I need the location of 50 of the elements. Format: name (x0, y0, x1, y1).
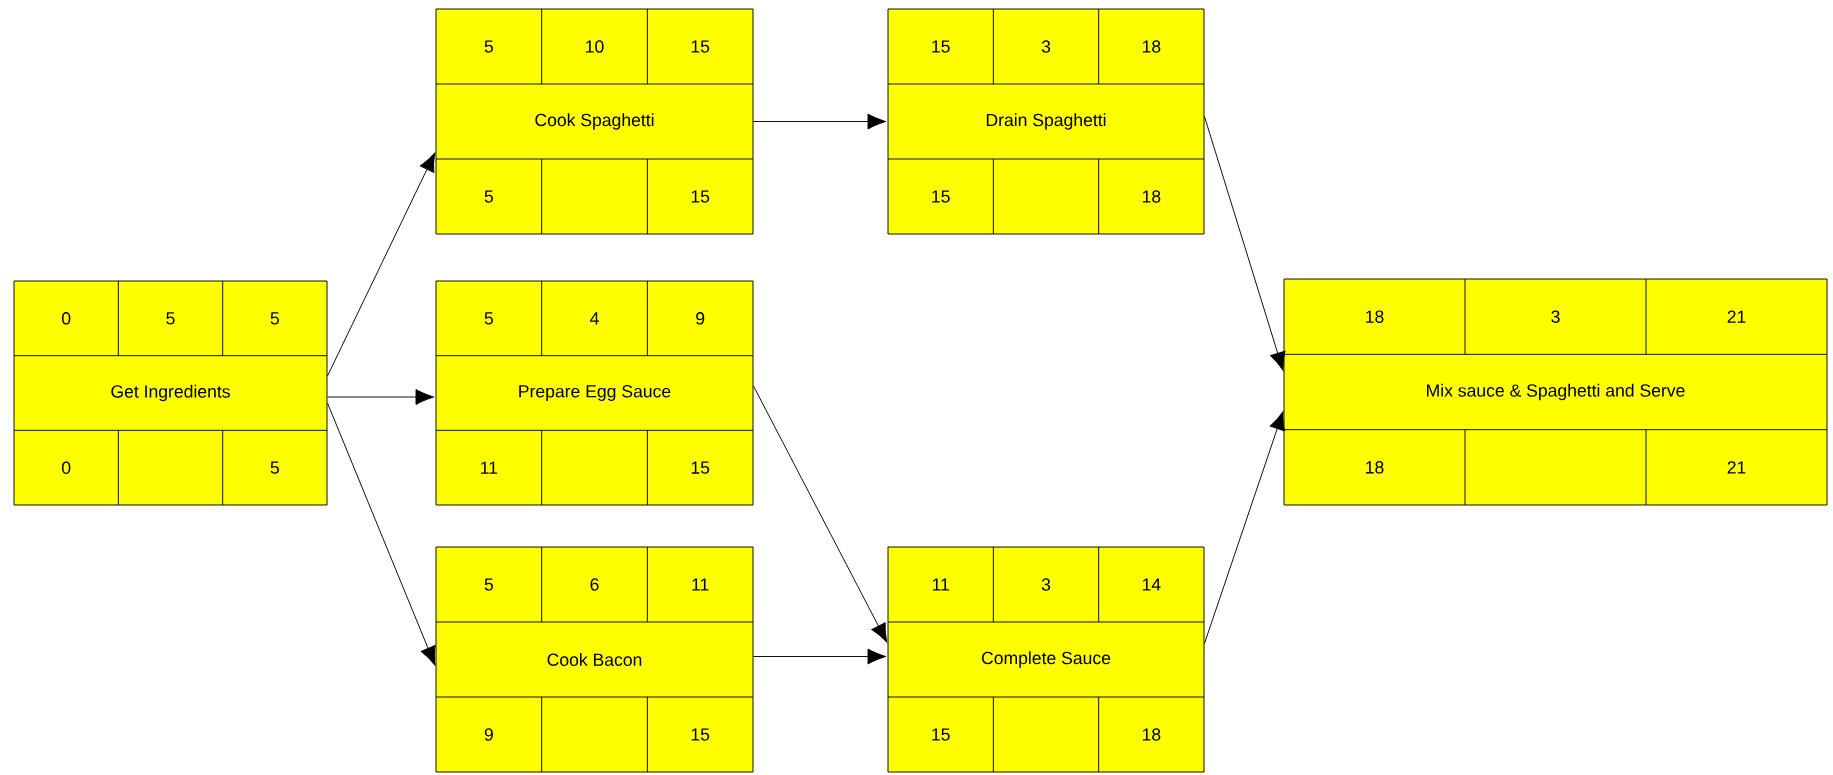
time-value: 5 (484, 578, 493, 591)
time-value: 3 (1551, 310, 1560, 323)
time-value: 0 (61, 461, 71, 474)
time-value: 5 (484, 190, 493, 203)
activity-name: Cook Spaghetti (535, 113, 654, 130)
time-value: 15 (932, 190, 950, 203)
activity-name: Complete Sauce (981, 651, 1111, 668)
time-value: 5 (484, 312, 493, 325)
activity-name: Prepare Egg Sauce (519, 385, 671, 401)
time-value: 11 (692, 578, 709, 591)
time-value: 11 (481, 461, 498, 474)
time-value: 5 (166, 312, 175, 325)
time-value: 15 (932, 40, 950, 53)
time-value: 21 (1727, 461, 1746, 474)
arrow (327, 402, 436, 666)
time-value: 15 (932, 728, 950, 741)
time-value: 5 (270, 461, 279, 474)
time-value: 18 (1142, 728, 1161, 741)
time-value: 0 (61, 312, 71, 325)
arrow (753, 648, 887, 665)
time-value: 14 (1142, 578, 1161, 591)
time-value: 18 (1142, 190, 1161, 203)
activity-name: Cook Bacon (547, 653, 642, 666)
time-value: 9 (484, 728, 493, 741)
time-value: 15 (691, 190, 710, 203)
arrow (753, 113, 887, 130)
activity-name: Drain Spaghetti (986, 113, 1106, 130)
activity-name: Get Ingredients (111, 384, 230, 402)
time-value: 3 (1041, 578, 1051, 591)
time-value: 15 (691, 728, 710, 741)
time-value: 18 (1366, 310, 1384, 323)
time-value: 15 (691, 461, 710, 474)
time-value: 18 (1142, 40, 1161, 53)
time-value: 5 (270, 312, 279, 325)
time-value: 11 (932, 578, 949, 591)
arrow (1204, 411, 1285, 644)
arrow (1204, 116, 1286, 371)
time-value: 4 (590, 312, 599, 325)
time-value: 21 (1727, 310, 1746, 323)
time-value: 5 (484, 40, 493, 53)
arrow (327, 389, 435, 405)
time-value: 6 (590, 578, 599, 591)
time-value: 10 (586, 40, 604, 53)
time-value: 9 (696, 312, 705, 325)
time-value: 18 (1366, 461, 1384, 474)
activity-name: Mix sauce & Spaghetti and Serve (1427, 383, 1685, 401)
arrow (327, 152, 436, 377)
time-value: 3 (1041, 40, 1051, 53)
time-value: 15 (691, 40, 710, 53)
arrow (753, 385, 888, 643)
